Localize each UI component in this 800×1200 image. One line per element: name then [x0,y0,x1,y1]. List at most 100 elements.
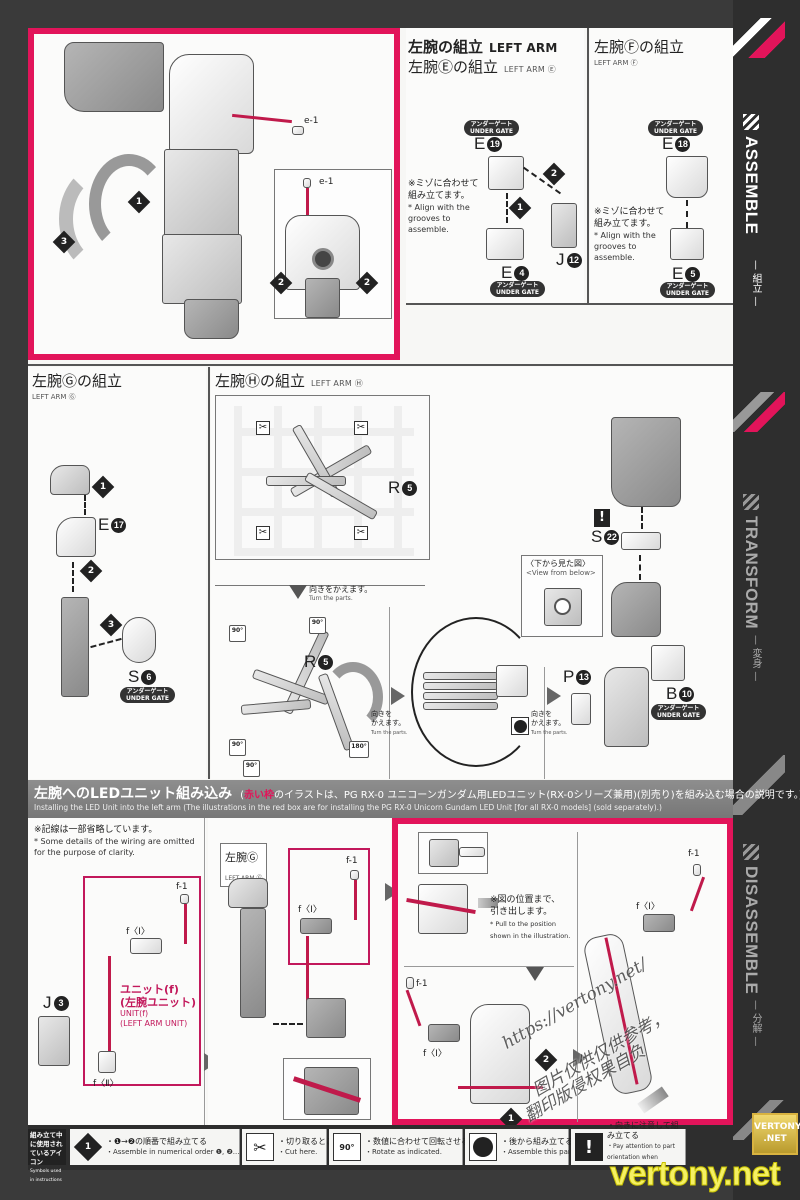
connector-e1 [292,126,304,135]
part-e5 [670,228,704,260]
connector-label: e-1 [319,177,334,187]
subsection-title-en: LEFT ARM Ⓔ [504,65,556,74]
wiring-omit-note: ※記線は一部省略しています。 * Some details of the wir… [34,825,195,857]
led-section-header: 左腕へのLEDユニット組み込み(赤い枠のイラストは、PG RX-0 ユニコーンガ… [28,780,800,818]
wire [306,188,309,238]
step-number-icon: 2 [355,271,379,295]
led-unit-redbox [83,876,201,1086]
connector-fII [98,1051,116,1073]
sidebar-section-disassemble[interactable]: DISASSEMBLE — 分解 — [733,840,785,1080]
down-arrow-icon [289,585,307,599]
turn-note-en: Turn the parts. [309,595,353,602]
assembly-arrow [72,562,74,592]
turn-note: 向きをかえます。 [309,585,373,594]
forearm-lower-part [162,234,242,304]
legend-item: ! ・向きに注意して組み立てる・Pay attention to part or… [571,1121,686,1172]
connector-label: f-1 [176,882,188,892]
rotate-90-icon: 90° [333,1133,361,1161]
wire [306,936,309,1006]
wire [108,956,111,1051]
connector-fI [643,914,675,932]
view-below-inset: 〈下から見た図〉 <View from below> [521,555,603,637]
part-p13 [571,693,591,725]
view-label-en: <View from below> [526,569,596,577]
legend-item: ・後から組み立てる・Assemble this part later. [465,1129,593,1165]
finger-part [423,702,498,710]
rotation-arrow-icon [411,617,541,767]
divider [587,28,589,303]
assembly-arrow [84,495,86,515]
pull-note: ※図の位置まで、 引き出します。 * Pull to the position … [490,895,571,940]
connector-label: f-1 [416,979,428,989]
finger-part [423,672,498,680]
divider [28,364,733,366]
subsection-title: 左腕Ⓖの組立 [32,372,123,390]
attention-icon: ! [594,509,610,527]
sidebar-sublabel: — 分解 — [750,1000,761,1047]
next-arrow-icon [573,1049,587,1067]
part-s6 [122,617,156,663]
part-e4 [486,228,524,260]
step-number-icon: 2 [269,271,293,295]
forearm-part [240,908,266,1018]
arm-assembly-part [470,1004,530,1104]
part-e19 [488,156,524,190]
part-e18 [666,156,708,198]
legend-item: 1 ・❶→❷の順番で組み立てる・Assemble in numerical or… [70,1129,240,1165]
assembly-arrow [90,637,122,649]
assembly-arrow [273,1023,303,1025]
elbow-part [228,878,268,908]
divider [204,818,205,1125]
connector-part [429,839,459,867]
led-step1-panel: ※記線は一部省略しています。 * Some details of the wir… [28,818,206,1125]
led-step3-panel: ※図の位置まで、 引き出します。 * Pull to the position … [392,818,733,1131]
rotate-180-icon: 180° [349,741,369,758]
detail-inset: e-1 2 2 [269,169,392,319]
forearm-upper-part [164,149,239,239]
connector-f1 [406,977,414,989]
connector-fI [428,1024,460,1042]
wire [458,1086,543,1089]
rotate-90-icon: 90° [309,617,326,634]
wire [405,989,422,1027]
subsection-title: 左腕Ⓗの組立 [215,372,306,390]
view-label: 〈下から見た図〉 [526,559,590,568]
divider [544,667,545,779]
hatch-icon [743,114,759,130]
divider [406,303,733,305]
part-b10 [651,645,685,681]
connector-label: f〈Ⅰ〉 [298,905,322,915]
led-step2-panel: 左腕Ⓖ LEFT ARM Ⓖ f-1 f〈Ⅰ〉 [208,818,391,1125]
wire-detail-inset [283,1058,371,1120]
finger-part [423,692,498,700]
subsection-heading: 左腕Ⓗの組立 LEFT ARM Ⓗ [215,370,363,391]
legend-item: 90° ・数値に合わせて回転させる・Rotate as indicated. [329,1129,469,1165]
subsection-title-en: LEFT ARM Ⓗ [311,379,363,388]
rotate-90-icon: 90° [229,739,246,756]
elbow-cap-part [50,465,90,495]
connector-e1 [303,178,311,188]
sidebar-section-transform[interactable]: TRANSFORM — 変身 — [733,490,785,730]
sidebar-section-assemble[interactable]: ASSEMBLE — 組立 — [733,110,785,350]
step-number-icon: 1 [127,190,151,214]
connector-fI [130,938,162,954]
nipper-cut-icon: ✂ [354,421,368,435]
assembly-arrow [639,555,641,580]
elbow-led-panel: e-1 1 3 e-1 2 2 [28,28,400,360]
assembly-arrow [506,193,508,223]
